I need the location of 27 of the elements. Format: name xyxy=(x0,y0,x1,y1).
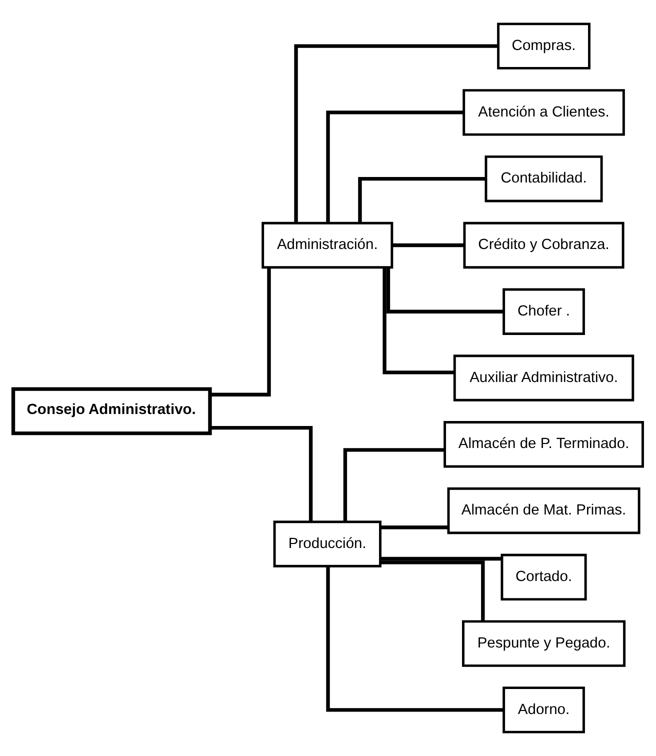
connector xyxy=(210,426,313,522)
connector xyxy=(380,526,448,530)
node-box: Almacén de P. Terminado. xyxy=(444,421,644,468)
node-box: Producción. xyxy=(273,520,382,568)
node-box: Pespunte y Pegado. xyxy=(462,620,626,667)
node-box: Adorno. xyxy=(502,686,585,734)
connector xyxy=(326,110,464,223)
node-box: Auxiliar Administrativo. xyxy=(453,354,634,402)
node-box: Chofer . xyxy=(502,288,585,335)
connector xyxy=(326,566,504,712)
node-box: Compras. xyxy=(497,22,590,70)
connector xyxy=(358,176,486,223)
connector xyxy=(210,268,271,396)
connector xyxy=(380,556,502,561)
connector xyxy=(392,243,464,248)
node-box: Crédito y Cobranza. xyxy=(463,222,624,269)
connector xyxy=(343,448,444,522)
connector xyxy=(380,560,485,622)
connector xyxy=(382,267,454,374)
node-box: Administración. xyxy=(262,222,394,269)
connector xyxy=(294,44,498,223)
node-box: Almacén de Mat. Primas. xyxy=(447,487,640,534)
node-box: Cortado. xyxy=(500,554,587,601)
node-box: Atención a Clientes. xyxy=(462,89,625,136)
connector xyxy=(386,268,504,314)
node-box: Consejo Administrativo. xyxy=(11,387,212,436)
node-box: Contabilidad. xyxy=(484,155,603,202)
